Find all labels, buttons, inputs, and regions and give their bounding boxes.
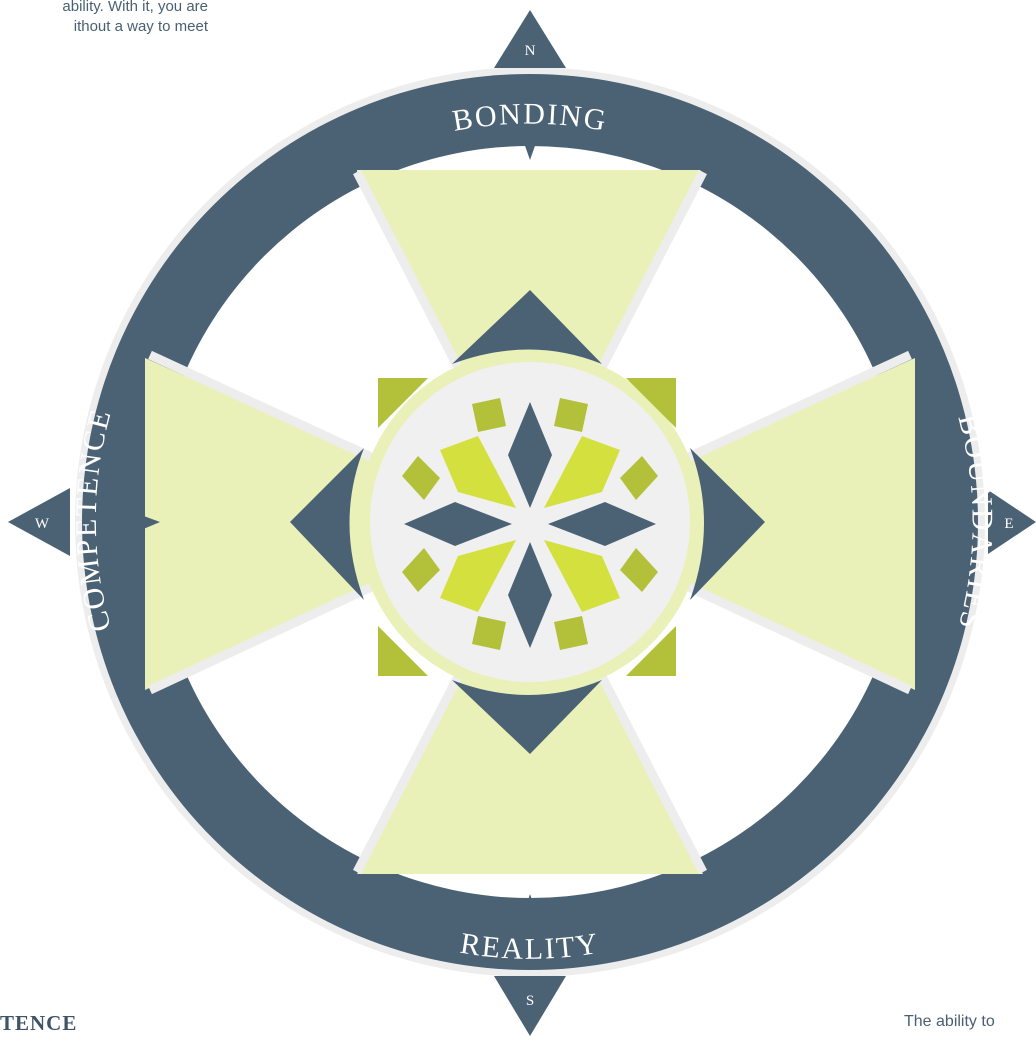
north-label: N xyxy=(525,43,536,59)
west-label: W xyxy=(35,516,50,532)
south-marker: S xyxy=(494,976,566,1036)
south-label: S xyxy=(526,993,534,1009)
north-marker: N xyxy=(494,10,566,68)
west-marker: W xyxy=(8,488,70,556)
east-label: E xyxy=(1004,516,1013,532)
